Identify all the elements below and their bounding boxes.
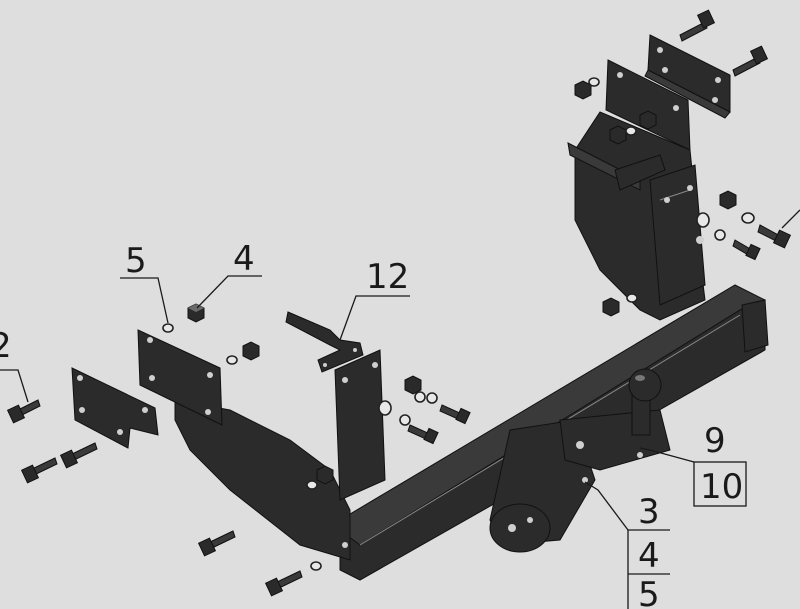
callout-4-top: 4: [196, 239, 262, 309]
left-outer-plate: [71, 367, 159, 449]
bolt-bottom-1: [197, 530, 236, 557]
bolt-left-edge: [6, 399, 41, 424]
callout-label: 9: [704, 421, 726, 461]
callout-2-edge: 2: [0, 326, 29, 403]
strap-bracket: [285, 311, 364, 373]
bolt-left-low-1: [20, 457, 58, 484]
bolt-right-low: [732, 239, 761, 261]
nut-center: [316, 465, 334, 485]
tow-ball: [628, 368, 662, 436]
callout-label: 5: [125, 241, 147, 281]
callout-label: 12: [366, 257, 409, 297]
callout-12: 12: [339, 257, 410, 341]
callout-5-left: 5: [120, 241, 169, 324]
nut-mid-2: [404, 375, 422, 395]
nut-right-4: [602, 297, 620, 317]
bolt-top-right-2: [732, 45, 769, 77]
nut-right-2: [639, 110, 657, 130]
callout-9: 9: [704, 421, 726, 461]
left-side-bracket: [137, 329, 386, 561]
washers: [162, 77, 755, 571]
callout-label: 10: [700, 467, 743, 507]
bolt-left-low-2: [59, 442, 98, 469]
nut-4-top: [187, 303, 205, 323]
nut-left-mid: [242, 341, 260, 361]
right-upper-plate: [644, 34, 731, 119]
callout-3-4-5-stack: 3 4 5: [584, 481, 670, 609]
callout-10: 10: [639, 447, 747, 507]
callout-label: 5: [638, 575, 660, 609]
callout-label: 4: [233, 239, 255, 279]
bolt-right-edge: [757, 224, 792, 249]
bolt-top-right-1: [679, 9, 716, 42]
nut-right-3: [609, 125, 627, 145]
right-side-bracket: [567, 111, 706, 321]
callout-label: 3: [638, 492, 660, 532]
bolt-mid-2: [407, 424, 439, 445]
callout-label: 4: [638, 536, 660, 576]
callout-right-edge-leader: [781, 209, 800, 229]
bolt-bottom-2: [264, 570, 303, 597]
nut-right-5: [719, 190, 737, 210]
bolt-mid-1: [439, 404, 471, 425]
callout-label: 2: [0, 326, 12, 366]
nut-right-1: [574, 80, 592, 100]
